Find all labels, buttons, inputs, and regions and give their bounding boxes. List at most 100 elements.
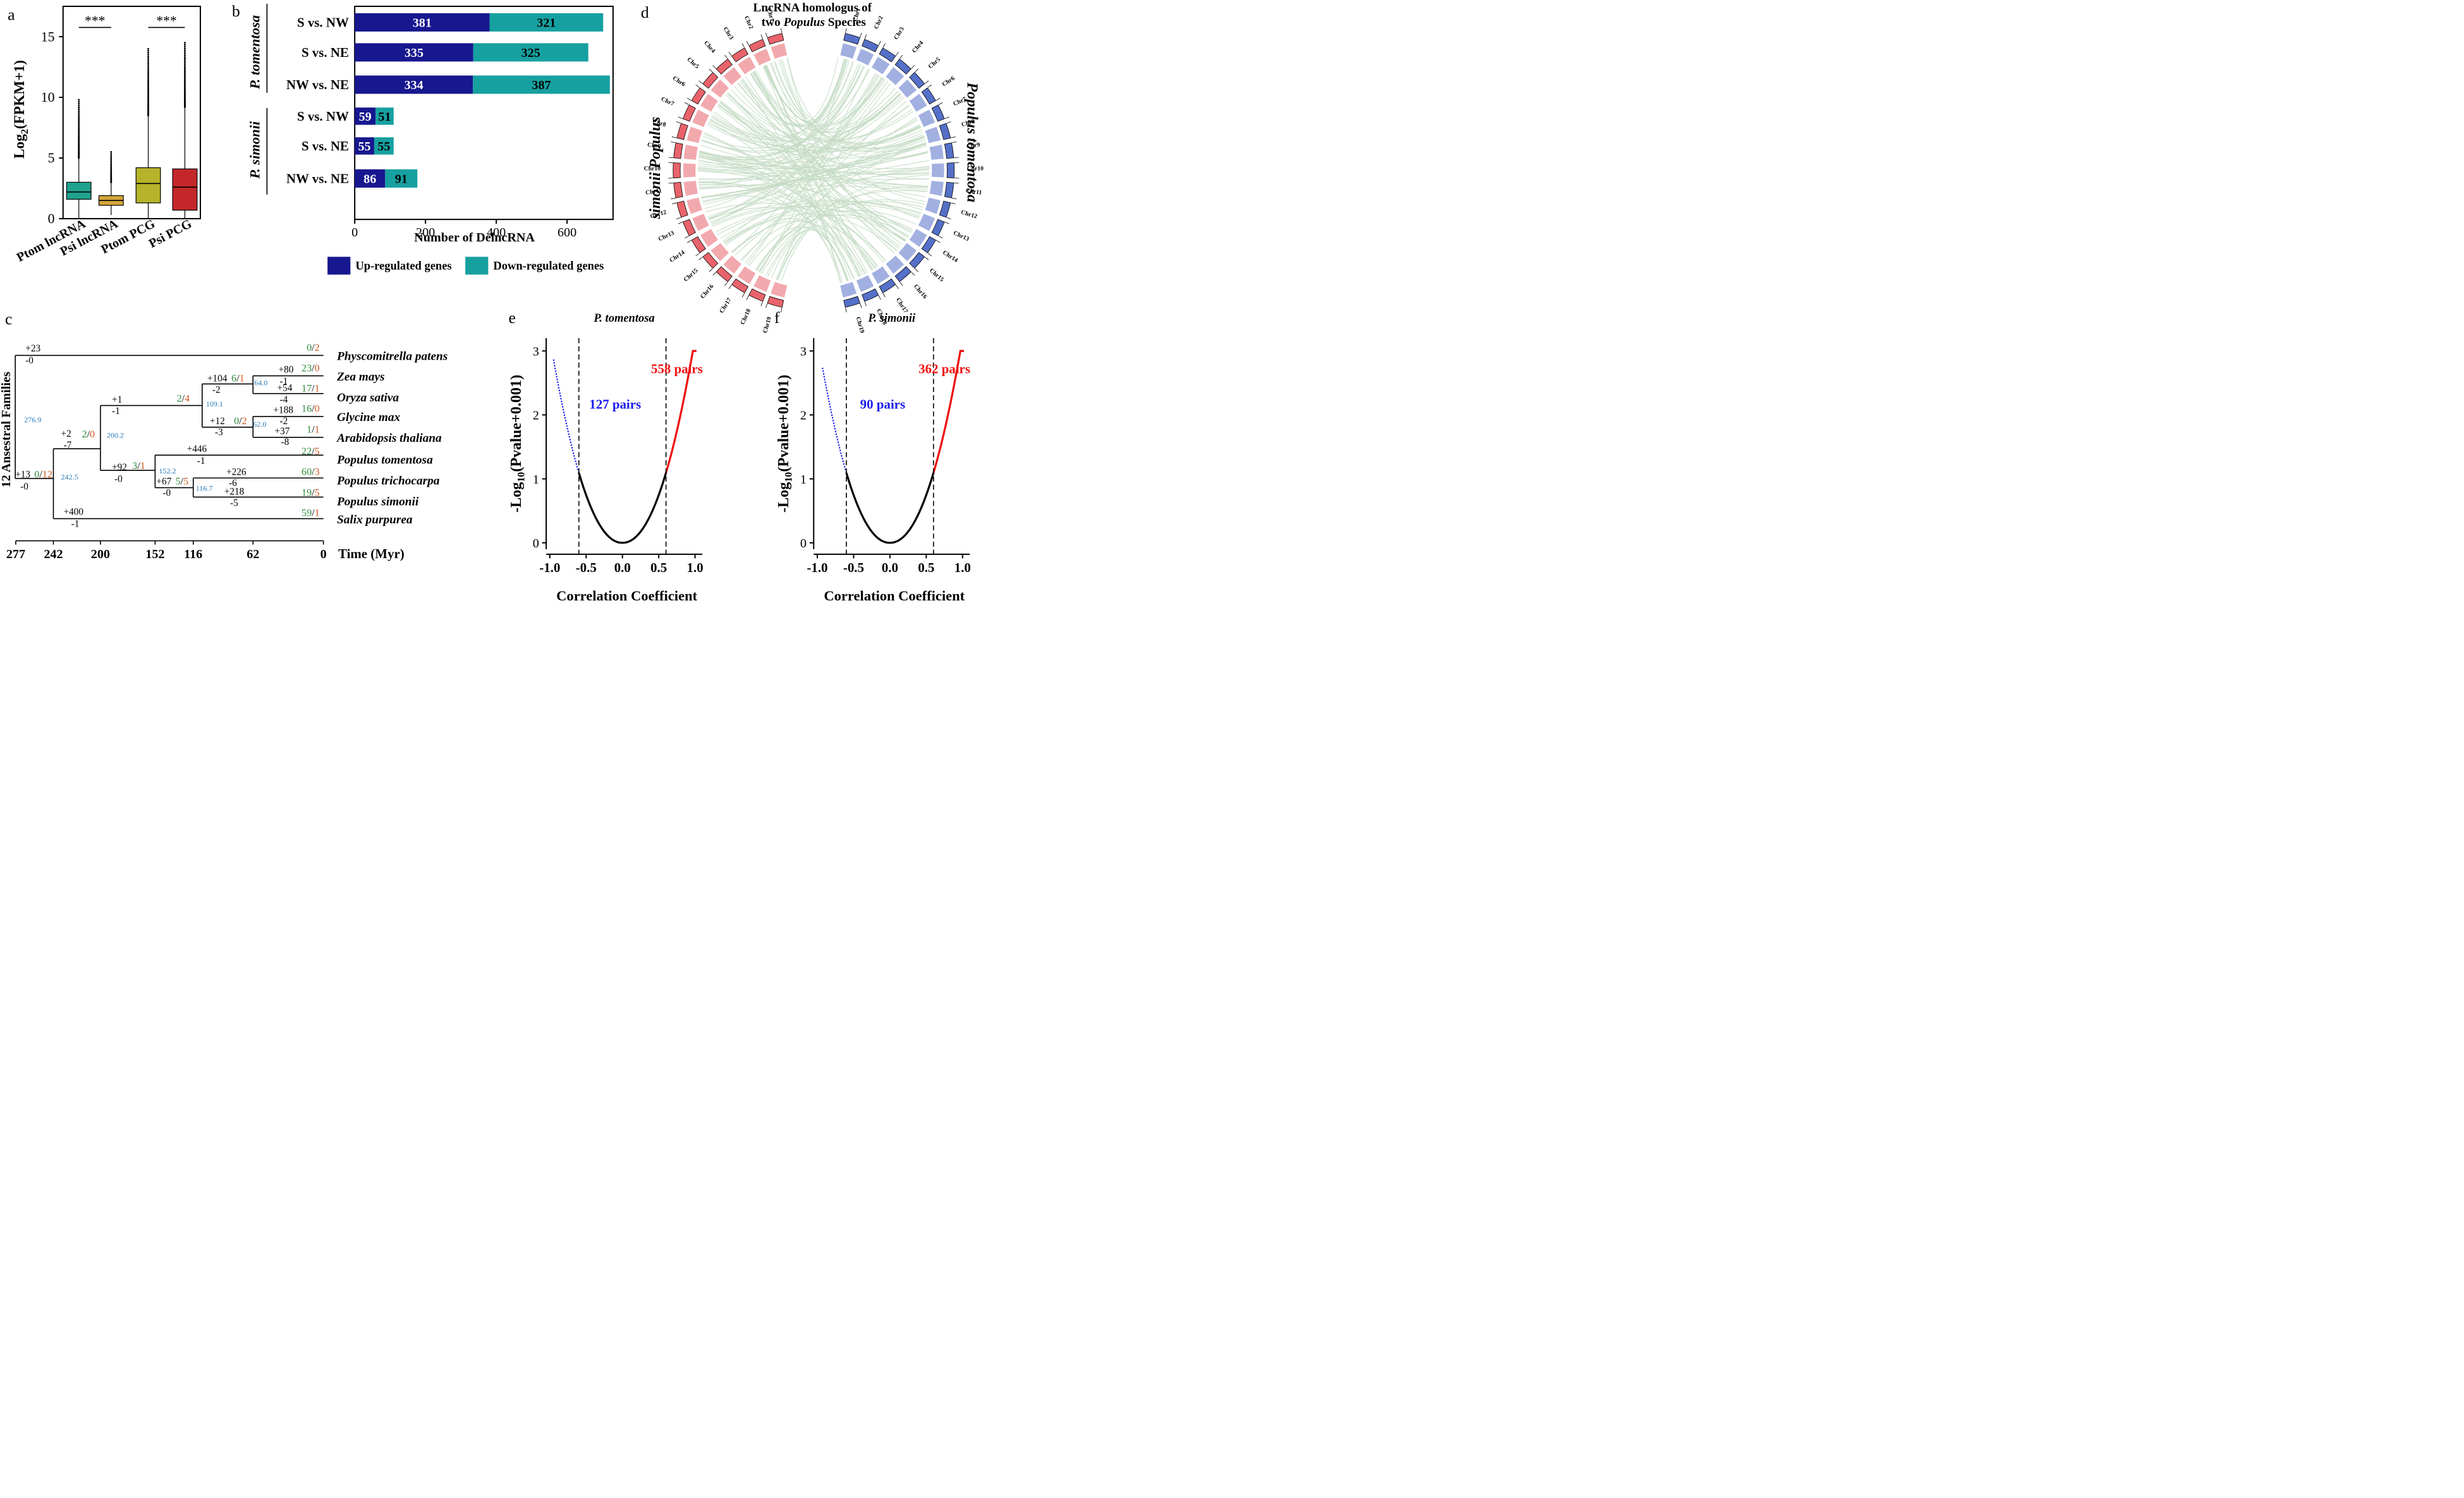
scale-tick [911,64,915,69]
lncrna-density-tomentosa [872,56,890,75]
chromosome-segment-simonii [767,296,784,308]
species-label: Arabidopsis thaliana [336,432,442,445]
outlier-point [147,64,149,66]
outlier-point [78,123,80,126]
homolog-link [786,58,903,245]
homolog-link [704,132,862,276]
chromosome-segment-tomentosa [944,181,954,198]
homolog-link [704,133,855,279]
homolog-link [763,66,879,126]
panel-d-title-line2: two Populus Species [762,16,867,29]
branch-change: -0 [114,473,123,484]
branch-change: -5 [230,497,238,508]
branch-change: -7 [64,440,72,451]
chromosome-segment-tomentosa [931,219,945,236]
panel-e-letter: e [509,308,516,327]
positive-pairs-label: 558 pairs [651,362,703,377]
chromosome-label-simonii: Chr6 [671,75,686,88]
time-tick-label: 116 [184,547,202,561]
phylogenetic-tree [15,355,324,520]
chromosome-segment-simonii [676,200,688,218]
lncrna-density-tomentosa [909,229,927,247]
lncrna-density-simonii [692,109,709,127]
outlier-point [184,74,186,76]
branch-change: -1 [71,518,80,529]
bar-up-label: 86 [363,173,376,186]
lncrna-density-simonii [711,79,729,98]
tip-count: 22/5 [302,446,320,457]
species-label: Zea mays [336,370,385,384]
y-tick-label: 2 [800,409,807,423]
species-label: Salix purpurea [337,513,413,527]
chromosome-segment-simonii [748,39,766,52]
scale-tick [724,54,728,59]
scale-tick [915,68,918,73]
lncrna-density-simonii [686,197,702,214]
scale-tick [698,80,703,84]
homolog-link [750,73,909,237]
outlier-point [78,133,80,136]
lncrna-density-simonii [692,214,709,231]
chromosome-segment-simonii [682,219,696,236]
lncrna-density-tomentosa [925,126,941,143]
panel-b-group-simonii: P. simonii [247,121,262,180]
lncrna-density-tomentosa [932,163,944,178]
chromosome-segment-tomentosa [862,39,879,52]
outlier-point [184,49,186,52]
outlier-point [78,135,80,137]
outlier-point [78,128,80,130]
homolog-link [740,61,853,127]
tip-count: 16/0 [302,404,320,415]
homolog-link [735,142,927,256]
homolog-link [698,97,905,169]
scale-tick [944,116,949,119]
box-4 [172,168,198,211]
scale-tick [780,28,783,33]
branch-change: +104 [207,373,228,384]
outlier-point [110,167,113,170]
circos-links [698,57,930,283]
scale-tick [685,236,689,239]
outlier-point [147,88,149,90]
category-label: S vs. NE [302,138,349,154]
homolog-link [709,119,918,151]
chromosome-segment-tomentosa [931,104,945,122]
panel-a-significance: ****** [78,13,185,28]
chromosome-label-tomentosa: Chr15 [928,267,945,284]
outlier-point [110,172,113,174]
outlier-point [78,115,80,118]
outlier-point [78,110,80,112]
x-tick-label: -0.5 [576,560,597,575]
outlier-point [147,79,149,82]
scale-tick [686,240,692,243]
bar-down [375,107,394,125]
outlier-point [184,53,186,55]
outlier-point [184,78,186,81]
outlier-point [147,70,149,72]
outlier-point [184,87,186,89]
tip-counts: 0/223/017/116/01/122/560/319/559/1 [302,343,320,518]
lncrna-density-simonii [700,94,718,112]
panel-d-title-line1: LncRNA homologus of [753,1,872,15]
lncrna-density-tomentosa [898,243,917,262]
branch-change: +23 [25,343,40,354]
time-tick-label: 152 [145,547,164,561]
time-tick-label: 242 [44,547,63,561]
x-tick-label: -1.0 [539,560,560,575]
x-label: Psi PCG [147,217,194,251]
branch-change: -0 [25,355,34,366]
outlier-point [147,66,149,68]
tip-count: 59/1 [302,508,320,519]
chromosome-segment-simonii [731,47,749,63]
scale-tick [946,121,951,124]
scale-tick [878,295,881,300]
branch-change: -0 [20,481,28,492]
outlier-point [184,54,186,57]
chromosome-label-tomentosa: Chr19 [855,316,866,334]
panel-d-left-label: simonii Populus [647,117,664,220]
scale-tick [698,257,703,260]
